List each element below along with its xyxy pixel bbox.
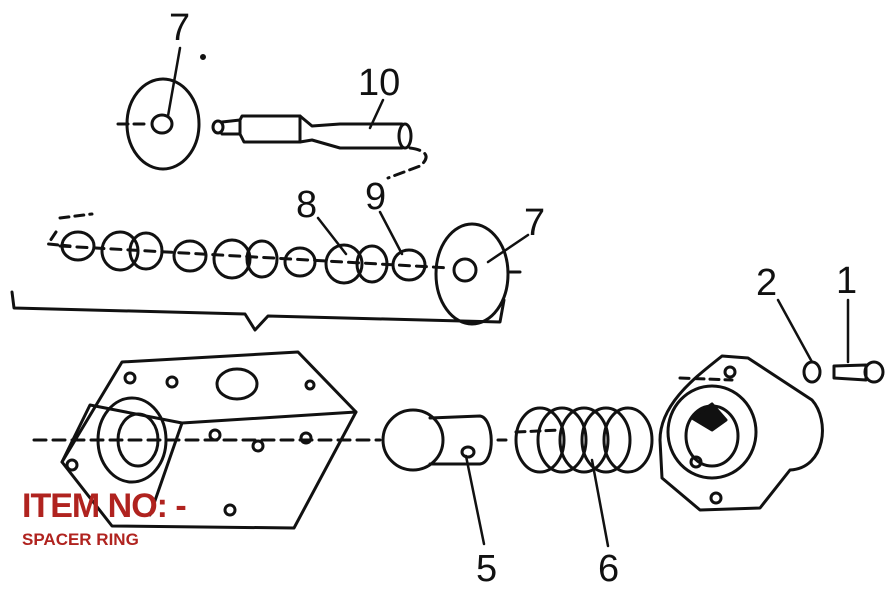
callout-7-top: 7 <box>169 7 191 49</box>
callout-6: 6 <box>598 548 620 590</box>
callout-8: 8 <box>296 184 318 226</box>
leader-lines <box>166 46 850 548</box>
washer-right <box>434 222 522 326</box>
screw <box>832 360 885 384</box>
end-housing <box>658 354 824 512</box>
shaft <box>211 114 428 180</box>
callout-5: 5 <box>476 548 498 590</box>
spring <box>514 406 654 474</box>
callout-7-right: 7 <box>524 202 546 244</box>
valve-block <box>32 350 382 530</box>
washer-top <box>116 54 206 171</box>
ring-stack <box>46 212 452 285</box>
spool <box>381 408 514 472</box>
callout-10: 10 <box>358 62 401 104</box>
callout-1: 1 <box>836 260 858 302</box>
item-number-label: ITEM NO: - <box>22 487 187 525</box>
assembly-brace <box>10 290 506 332</box>
item-description: SPACER RING <box>22 530 139 549</box>
callout-9: 9 <box>365 176 387 218</box>
callout-2: 2 <box>756 262 778 304</box>
small-washer <box>802 360 822 384</box>
